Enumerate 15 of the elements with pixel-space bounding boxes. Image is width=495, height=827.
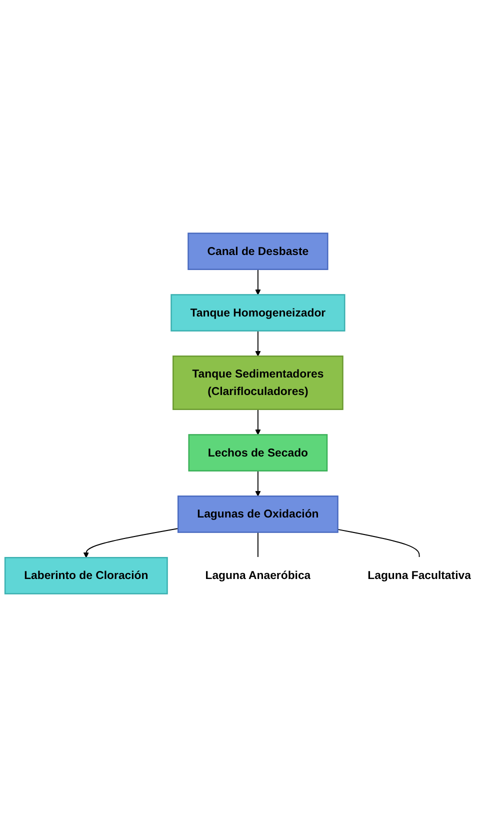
arrow xyxy=(255,330,261,356)
node-box: Tanque Sedimentadores (Clarifloculadores) xyxy=(172,356,344,410)
connector xyxy=(257,532,258,558)
arrow xyxy=(255,408,261,435)
node-box: Laberinto de Cloración xyxy=(4,556,168,594)
node-box: Tanque Homogeneizador xyxy=(170,294,346,332)
arrow xyxy=(83,528,179,558)
arrow xyxy=(255,470,261,496)
node-text: Laguna Anaeróbica xyxy=(205,569,311,582)
node-text: Laguna Facultativa xyxy=(368,569,471,582)
node-box: Lagunas de Oxidación xyxy=(177,496,338,533)
node-box: Lechos de Secado xyxy=(188,434,328,472)
arrow xyxy=(255,268,261,295)
node-box: Canal de Desbaste xyxy=(188,232,328,270)
connector xyxy=(337,528,420,558)
